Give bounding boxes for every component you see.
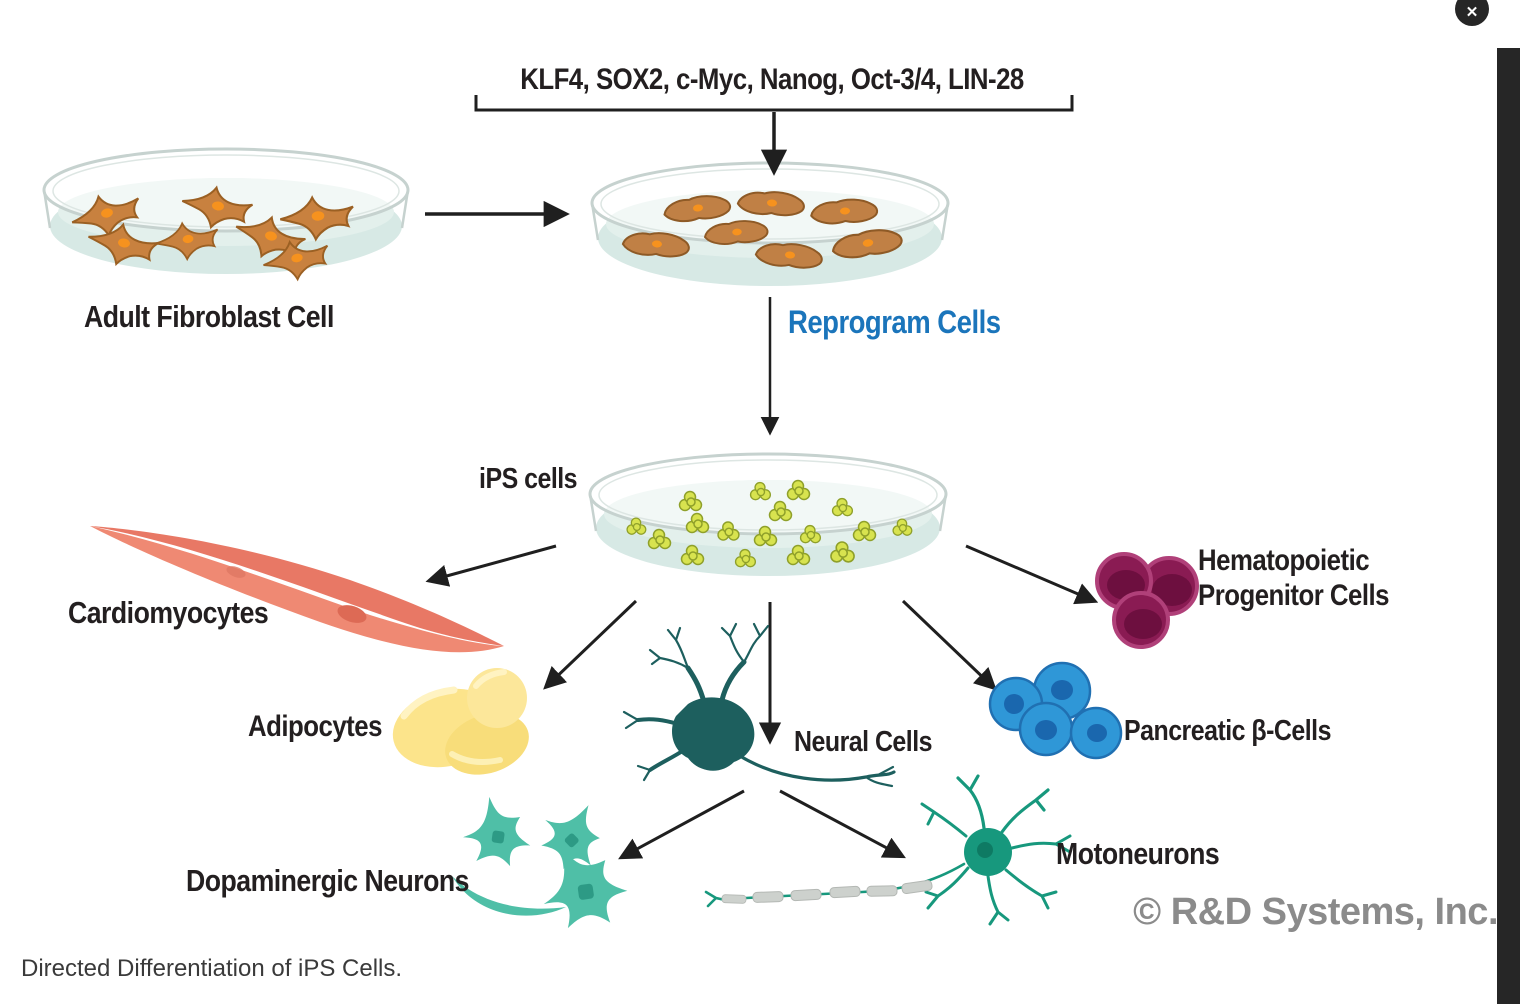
cardiomyocytes-illustration	[90, 526, 504, 653]
adipocytes-label: Adipocytes	[248, 710, 382, 743]
hematopoietic-progenitor-cells-label: Hematopoietic Progenitor Cells	[1198, 544, 1390, 613]
petri-dish-reprogramming	[590, 161, 950, 286]
dopaminergic-neurons-illustration	[452, 790, 637, 947]
petri-dish-fibroblasts	[42, 147, 410, 287]
adult-fibroblast-label: Adult Fibroblast Cell	[84, 299, 334, 334]
reprogramming-factors-label: KLF4, SOX2, c-Myc, Nanog, Oct-3/4, LIN-2…	[520, 63, 1024, 96]
page-edge-dark-strip	[1497, 48, 1520, 1004]
motoneurons-label: Motoneurons	[1056, 836, 1220, 871]
hematopoietic-cells-illustration	[1095, 552, 1199, 649]
close-button[interactable]: ✕	[1455, 0, 1489, 26]
motoneuron-illustration	[704, 774, 1072, 926]
neural-cells-label: Neural Cells	[794, 726, 932, 758]
cardiomyocytes-label: Cardiomyocytes	[68, 595, 269, 630]
neural-cell-illustration	[622, 622, 896, 788]
petri-dish-ips	[588, 452, 948, 576]
factors-bracket	[474, 95, 1074, 112]
close-icon: ✕	[1465, 4, 1479, 21]
adipocytes-illustration	[392, 668, 529, 775]
reprogram-cells-label: Reprogram Cells	[788, 304, 1001, 340]
ips-cells-label: iPS cells	[479, 463, 577, 495]
dopaminergic-neurons-label: Dopaminergic Neurons	[186, 863, 470, 898]
pancreatic-beta-cells-label: Pancreatic β-Cells	[1124, 715, 1331, 747]
flow-arrows	[425, 95, 1099, 860]
pancreatic-beta-cells-illustration	[988, 661, 1123, 760]
copyright-watermark: © R&D Systems, Inc.	[1133, 891, 1498, 933]
figure-caption: Directed Differentiation of iPS Cells.	[21, 955, 403, 982]
